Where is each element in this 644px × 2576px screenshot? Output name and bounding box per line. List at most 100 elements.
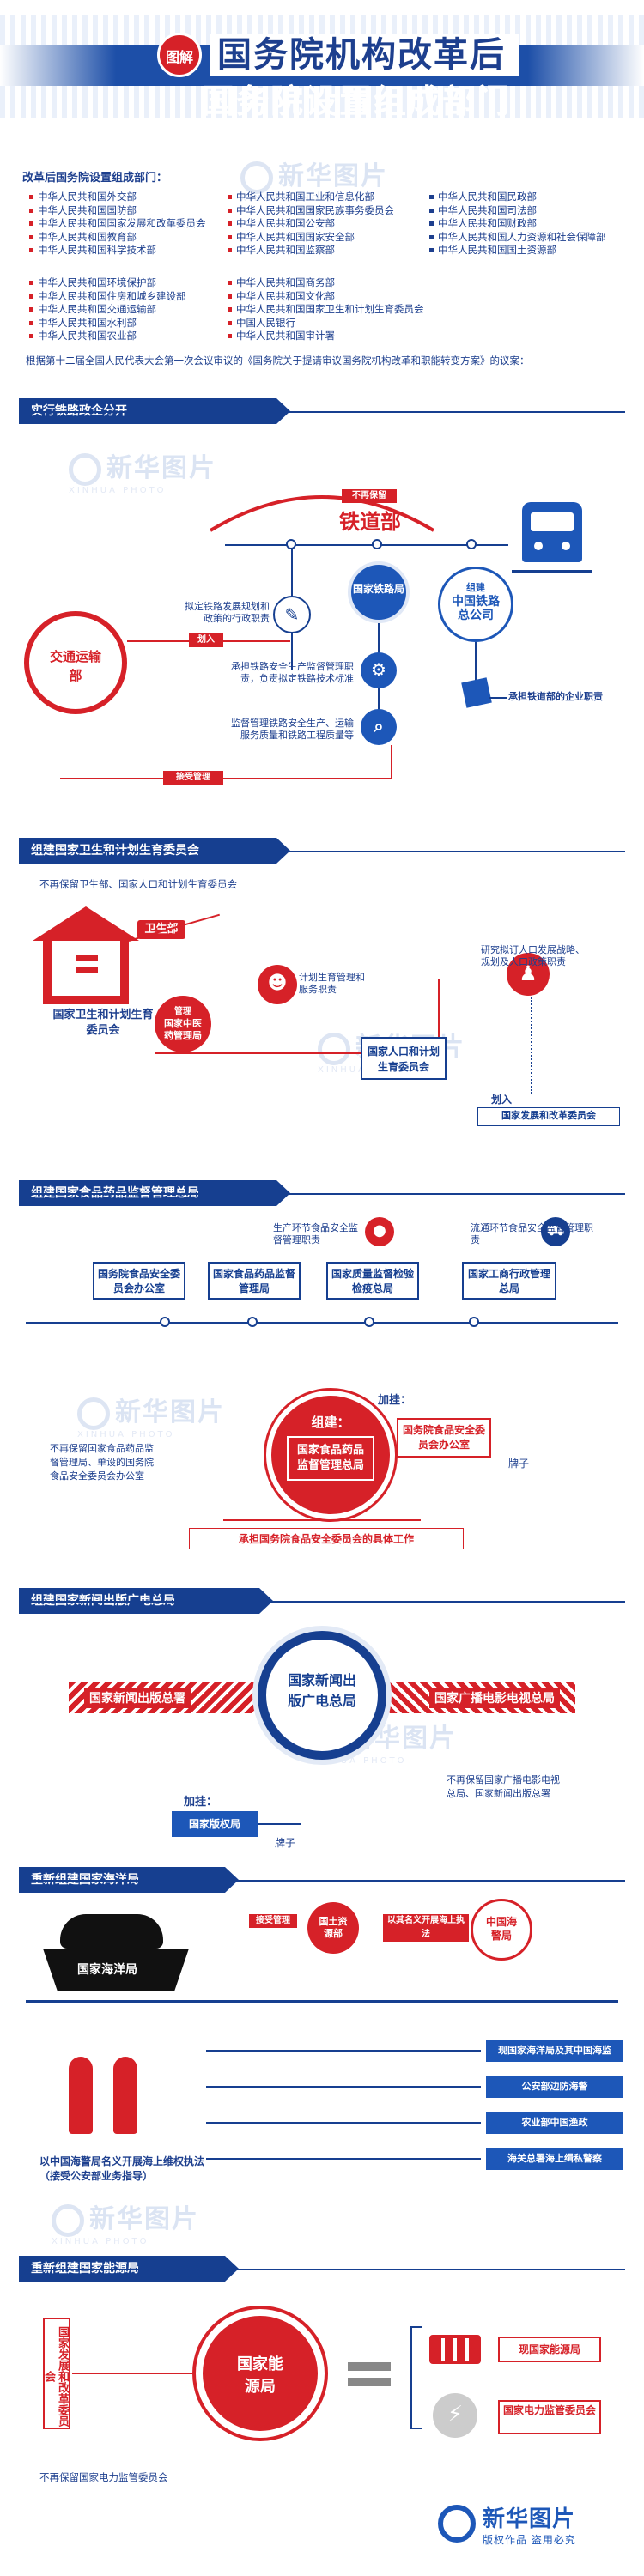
arrow <box>206 2050 481 2052</box>
office-plate: 国务院食品安全委员会办公室 <box>397 1418 491 1458</box>
food-bottom: 承担国务院食品安全委员会的具体工作 <box>189 1528 464 1549</box>
cart-icon: ⛟ <box>541 1217 570 1246</box>
family-planning-duty: 计划生育管理和服务职责 <box>299 972 365 995</box>
list-item: 中华人民共和国公安部 <box>228 217 429 231</box>
food-duty1: 生产环节食品安全监督管理职责 <box>273 1222 358 1246</box>
list-item: 中华人民共和国水利部 <box>29 317 227 330</box>
list-item: 中华人民共和国商务部 <box>228 276 438 290</box>
press-left: 国家新闻出版总署 <box>84 1688 191 1708</box>
ship-hull <box>43 1949 189 1991</box>
equals-icon <box>348 2362 391 2371</box>
list-item: 中华人民共和国国家发展和改革委员会 <box>29 217 227 231</box>
list-item: 中华人民共和国外交部 <box>29 191 227 204</box>
railway-corp-circle: 组建中国铁路总公司 <box>438 567 513 642</box>
battery-icon <box>429 2335 481 2364</box>
energy-bracket <box>410 2326 422 2429</box>
connector <box>489 697 507 699</box>
connector <box>223 1519 421 1521</box>
force-box-2: 公安部边防海警 <box>486 2076 623 2098</box>
new-committee-label: 国家卫生和计划生育委员会 <box>52 1009 154 1037</box>
food-timeline <box>26 1322 618 1324</box>
railway-desc2: 承担铁路安全生产监督管理职责，负责拟定铁路技术标准 <box>231 661 354 684</box>
arrow <box>206 2086 481 2088</box>
house-icon <box>43 936 129 1004</box>
intro-heading: 改革后国务院设置组成部门： <box>22 172 168 185</box>
pencil-icon: ✎ <box>273 596 311 633</box>
axis-node <box>286 539 296 549</box>
list-item: 中华人民共和国国家卫生和计划生育委员会 <box>228 303 438 317</box>
health-subtitle: 不再保留卫生部、国家人口和计划生育委员会 <box>39 878 237 890</box>
force-box-3: 农业部中国渔政 <box>486 2112 623 2134</box>
connector <box>475 642 477 699</box>
list-item: 中华人民共和国监察部 <box>228 244 429 258</box>
lightning-icon: ⚡ <box>433 2393 477 2438</box>
npfpc-box: 国家人口和计划生育委员会 <box>361 1037 447 1080</box>
tag-name: 以其名义开展海上执法 <box>383 1914 469 1942</box>
header-badge: 图解 <box>157 33 202 77</box>
ocean-bottom: 以中国海警局名义开展海上维权执法（接受公安部业务指导） <box>39 2155 205 2182</box>
supervise-line <box>391 745 392 779</box>
food-left-note: 不再保留国家食品药品监督管理局、单设的国务院食品安全委员会办公室 <box>50 1443 154 1482</box>
wave-line <box>26 2000 618 2003</box>
intro-note: 根据第十二届全国人民代表大会第一次会议审议的《国务院关于提请审议国务院机构改革和… <box>26 355 530 367</box>
section-divider <box>19 2269 625 2270</box>
section-divider <box>19 411 625 413</box>
railway-desc3: 监督管理铁路安全生产、运输服务质量和铁路工程质量等 <box>231 718 354 741</box>
energy-item1: 现国家能源局 <box>498 2337 601 2362</box>
dotted-arrow <box>531 997 532 1094</box>
list-item: 中华人民共和国财政部 <box>429 217 640 231</box>
add-label: 加挂： <box>378 1394 412 1407</box>
ndrc-panel: 国家发展和改革委员会 <box>42 2318 70 2429</box>
into-line <box>155 1052 438 1054</box>
section-divider <box>19 851 625 852</box>
magnifier-icon: ⌕ <box>361 709 397 745</box>
list-item: 中华人民共和国民政部 <box>429 191 640 204</box>
ndrc-box: 国家发展和改革委员会 <box>477 1107 620 1126</box>
gear-icon: ⚙ <box>361 652 397 688</box>
tag-manage: 接受管理 <box>249 1914 297 1928</box>
footer-slogan: 版权作品 盗用必究 <box>483 2534 576 2546</box>
ministry-list-col4: 中华人民共和国环境保护部 中华人民共和国住房和城乡建设部 中华人民共和国交通运输… <box>29 276 227 343</box>
railway-arc <box>209 495 435 532</box>
railway-bureau-circle: 国家铁路局 <box>348 561 410 623</box>
person-icon: ♟ <box>507 953 550 996</box>
officer-icon <box>69 2057 93 2134</box>
energy-arrow <box>72 2373 192 2374</box>
press-right: 国家广播电影电视总局 <box>429 1688 560 1708</box>
arrow <box>206 2122 481 2124</box>
list-item: 中华人民共和国农业部 <box>29 330 227 343</box>
supervise-line <box>60 778 392 779</box>
office-box-1: 国务院食品安全委员会办公室 <box>93 1262 185 1300</box>
list-item: 中华人民共和国国防部 <box>29 204 227 218</box>
list-item: 中华人民共和国交通运输部 <box>29 303 227 317</box>
land-circle: 国土资源部 <box>307 1902 359 1954</box>
list-item: 中华人民共和国文化部 <box>228 290 438 304</box>
page-title: 国务院机构改革后 <box>210 34 519 76</box>
banner-not-retained: 不再保留 <box>342 489 397 503</box>
railway-desc4: 承担铁道部的企业职责 <box>508 691 603 702</box>
equals-icon <box>348 2378 391 2386</box>
ministry-list-col2: 中华人民共和国工业和信息化部 中华人民共和国国家民族事务委员会 中华人民共和国公… <box>228 191 429 258</box>
section-divider <box>19 1880 625 1882</box>
tag-supervise: 接受管理 <box>163 771 223 785</box>
list-item: 中华人民共和国工业和信息化部 <box>228 191 429 204</box>
list-item: 中华人民共和国人力资源和社会保障部 <box>429 231 640 245</box>
into-label: 划入 <box>491 1094 513 1106</box>
railway-axis <box>225 544 508 546</box>
officer-icon <box>113 2057 137 2134</box>
house-roof <box>33 906 139 941</box>
press-note: 不再保留国家广播电影电视总局、国家新闻出版总署 <box>447 1774 560 1799</box>
population-duty: 研究拟订人口发展战略、规划及人口政策职责 <box>481 944 585 967</box>
list-item: 中华人民共和国环境保护部 <box>29 276 227 290</box>
force-box-1: 现国家海洋局及其中国海监 <box>486 2040 623 2062</box>
coast-guard-circle: 中国海警局 <box>471 1899 532 1961</box>
press-plate: 牌子 <box>275 1837 296 1849</box>
arrow <box>206 2158 481 2160</box>
list-item: 中华人民共和国司法部 <box>429 204 640 218</box>
timeline-node <box>247 1317 258 1327</box>
office-box-4: 国家工商行政管理总局 <box>462 1262 556 1300</box>
